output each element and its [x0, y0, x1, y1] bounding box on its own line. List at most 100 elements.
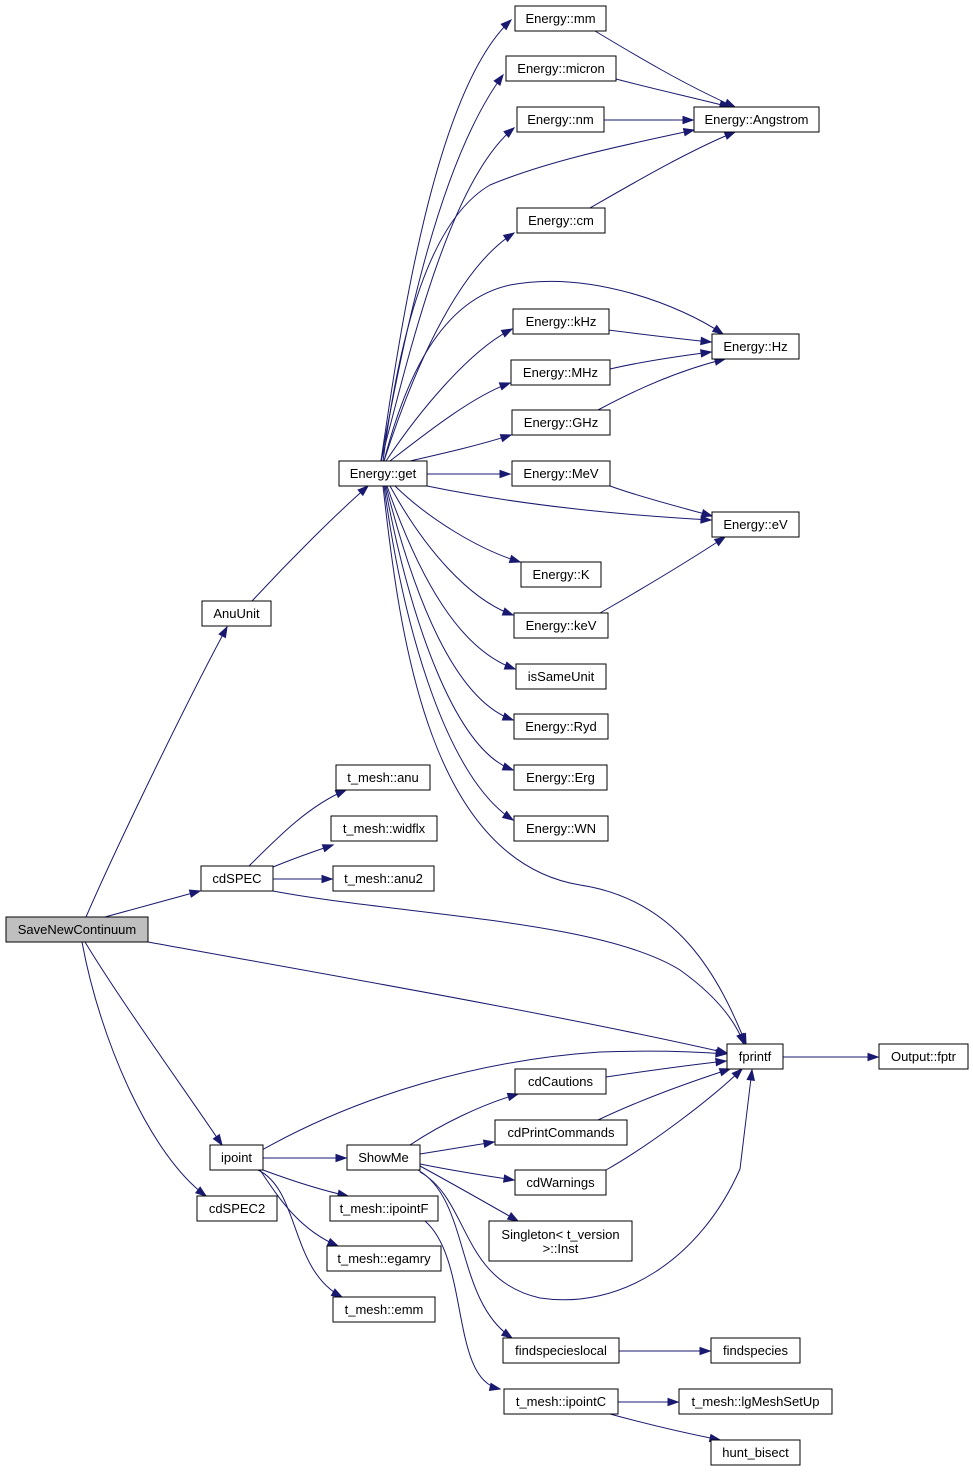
svg-text:t_mesh::ipointF: t_mesh::ipointF — [340, 1201, 429, 1216]
node-energy-get[interactable]: Energy::get — [338, 460, 428, 487]
svg-text:Output::fptr: Output::fptr — [891, 1049, 957, 1064]
node-singleton-t-version-inst[interactable]: Singleton< t_version >::Inst — [488, 1220, 633, 1262]
node-energy-hz[interactable]: Energy::Hz — [711, 333, 800, 360]
edge-line — [607, 329, 712, 343]
arrowhead-icon — [731, 1067, 744, 1080]
svg-text:Energy::Erg: Energy::Erg — [526, 770, 595, 785]
svg-text:Energy::micron: Energy::micron — [517, 61, 604, 76]
edge-line — [426, 485, 712, 521]
node-energy-mm[interactable]: Energy::mm — [514, 5, 607, 32]
node-energy-mhz[interactable]: Energy::MHz — [510, 359, 611, 386]
node-fprintf[interactable]: fprintf — [726, 1043, 784, 1070]
svg-text:Energy::Hz: Energy::Hz — [723, 339, 787, 354]
arrowhead-icon — [682, 128, 696, 137]
node-energy-k[interactable]: Energy::K — [520, 561, 602, 588]
node-anuunit[interactable]: AnuUnit — [201, 600, 272, 627]
node-ipoint[interactable]: ipoint — [209, 1144, 264, 1171]
node-issameunit[interactable]: isSameUnit — [515, 663, 607, 690]
edge-energy-mev-to-energy-ev — [609, 485, 714, 518]
arrowhead-icon — [700, 509, 714, 518]
node-t-mesh-ipointf[interactable]: t_mesh::ipointF — [329, 1195, 439, 1222]
edge-cdspec-to-t-mesh-widflx — [272, 844, 335, 868]
edge-line — [385, 485, 514, 721]
edge-line — [272, 890, 745, 1045]
arrowhead-icon — [711, 324, 725, 335]
svg-text:Energy::K: Energy::K — [532, 567, 589, 582]
arrowhead-icon — [330, 1288, 344, 1298]
arrowhead-icon — [503, 661, 517, 670]
arrowhead-icon — [746, 1068, 756, 1081]
node-cdprintcommands[interactable]: cdPrintCommands — [494, 1119, 628, 1146]
node-showme[interactable]: ShowMe — [346, 1144, 421, 1171]
node-t-mesh-anu[interactable]: t_mesh::anu — [335, 764, 431, 791]
edge-energy-get-to-energy-ev — [426, 485, 713, 524]
arrowhead-icon — [506, 1092, 520, 1102]
node-t-mesh-emm[interactable]: t_mesh::emm — [332, 1296, 436, 1323]
edge-energy-khz-to-energy-hz — [607, 329, 713, 346]
edge-energy-get-to-energy-k — [394, 485, 522, 564]
arrowhead-icon — [682, 115, 695, 125]
svg-text:isSameUnit: isSameUnit — [528, 669, 595, 684]
edge-energy-micron-to-energy-angstrom — [615, 78, 732, 109]
edge-line — [85, 626, 228, 918]
svg-text:Energy::kHz: Energy::kHz — [526, 314, 597, 329]
node-energy-ev[interactable]: Energy::eV — [711, 511, 800, 538]
node-t-mesh-egamry[interactable]: t_mesh::egamry — [326, 1245, 442, 1272]
node-output-fptr[interactable]: Output::fptr — [878, 1043, 969, 1070]
edge-energy-get-to-energy-cm — [383, 232, 516, 462]
svg-text:Energy::MeV: Energy::MeV — [523, 466, 598, 481]
arrowhead-icon — [326, 1237, 340, 1247]
svg-text:Energy::keV: Energy::keV — [526, 618, 597, 633]
node-cdcautions[interactable]: cdCautions — [514, 1068, 607, 1095]
arrowhead-icon — [667, 1397, 680, 1407]
edge-energy-get-to-energy-ghz — [409, 434, 513, 462]
svg-text:Energy::GHz: Energy::GHz — [524, 415, 598, 430]
edge-energy-get-to-energy-wn — [383, 485, 515, 821]
edge-ipoint-to-t-mesh-emm — [257, 1169, 344, 1298]
edge-savenewcontinuum-to-ipoint — [84, 941, 223, 1147]
node-energy-mev[interactable]: Energy::MeV — [511, 460, 611, 487]
node-t-mesh-ipointc[interactable]: t_mesh::ipointC — [503, 1388, 619, 1415]
edge-showme-to-cdwarnings — [419, 1163, 516, 1183]
node-cdspec[interactable]: cdSPEC — [200, 865, 274, 892]
edge-line — [380, 74, 504, 462]
edge-line — [599, 536, 726, 614]
node-t-mesh-widflx[interactable]: t_mesh::widflx — [330, 815, 438, 842]
edge-line — [81, 941, 207, 1197]
node-energy-micron[interactable]: Energy::micron — [505, 55, 617, 82]
edge-line — [609, 1413, 721, 1441]
node-energy-kev[interactable]: Energy::keV — [513, 612, 609, 639]
node-cdspec2[interactable]: cdSPEC2 — [196, 1195, 278, 1222]
edge-line — [419, 1141, 495, 1155]
node-energy-angstrom[interactable]: Energy::Angstrom — [693, 106, 820, 133]
node-energy-erg[interactable]: Energy::Erg — [513, 764, 608, 791]
node-hunt-bisect[interactable]: hunt_bisect — [710, 1439, 801, 1466]
svg-text:Energy::mm: Energy::mm — [525, 11, 595, 26]
edge-showme-to-cdprintcommands — [419, 1139, 496, 1155]
node-t-mesh-lgmeshsetup[interactable]: t_mesh::lgMeshSetUp — [678, 1388, 833, 1415]
node-savenewcontinuum[interactable]: SaveNewContinuum — [5, 916, 149, 943]
edge-savenewcontinuum-to-fprintf — [147, 941, 729, 1055]
node-energy-ryd[interactable]: Energy::Ryd — [513, 713, 609, 740]
node-energy-wn[interactable]: Energy::WN — [513, 815, 609, 842]
node-energy-cm[interactable]: Energy::cm — [516, 207, 606, 234]
node-energy-nm[interactable]: Energy::nm — [516, 106, 605, 133]
node-energy-ghz[interactable]: Energy::GHz — [511, 409, 611, 436]
node-findspecies[interactable]: findspecies — [710, 1337, 801, 1364]
arrowhead-icon — [499, 434, 513, 443]
edge-ipoint-to-showme — [263, 1153, 348, 1163]
edge-line — [380, 19, 512, 462]
edge-energy-get-to-energy-angstrom — [382, 128, 696, 462]
node-findspecieslocal[interactable]: findspecieslocal — [502, 1337, 620, 1364]
edge-line — [417, 1169, 513, 1339]
svg-text:t_mesh::egamry: t_mesh::egamry — [337, 1251, 431, 1266]
svg-text:ipoint: ipoint — [221, 1150, 252, 1165]
node-cdwarnings[interactable]: cdWarnings — [514, 1169, 607, 1196]
arrowhead-icon — [502, 232, 516, 243]
node-t-mesh-anu2[interactable]: t_mesh::anu2 — [332, 865, 435, 892]
node-energy-khz[interactable]: Energy::kHz — [512, 308, 610, 335]
edge-line — [594, 30, 736, 108]
arrowhead-icon — [723, 131, 737, 140]
edge-line — [424, 1220, 501, 1390]
arrowhead-icon — [501, 762, 515, 771]
